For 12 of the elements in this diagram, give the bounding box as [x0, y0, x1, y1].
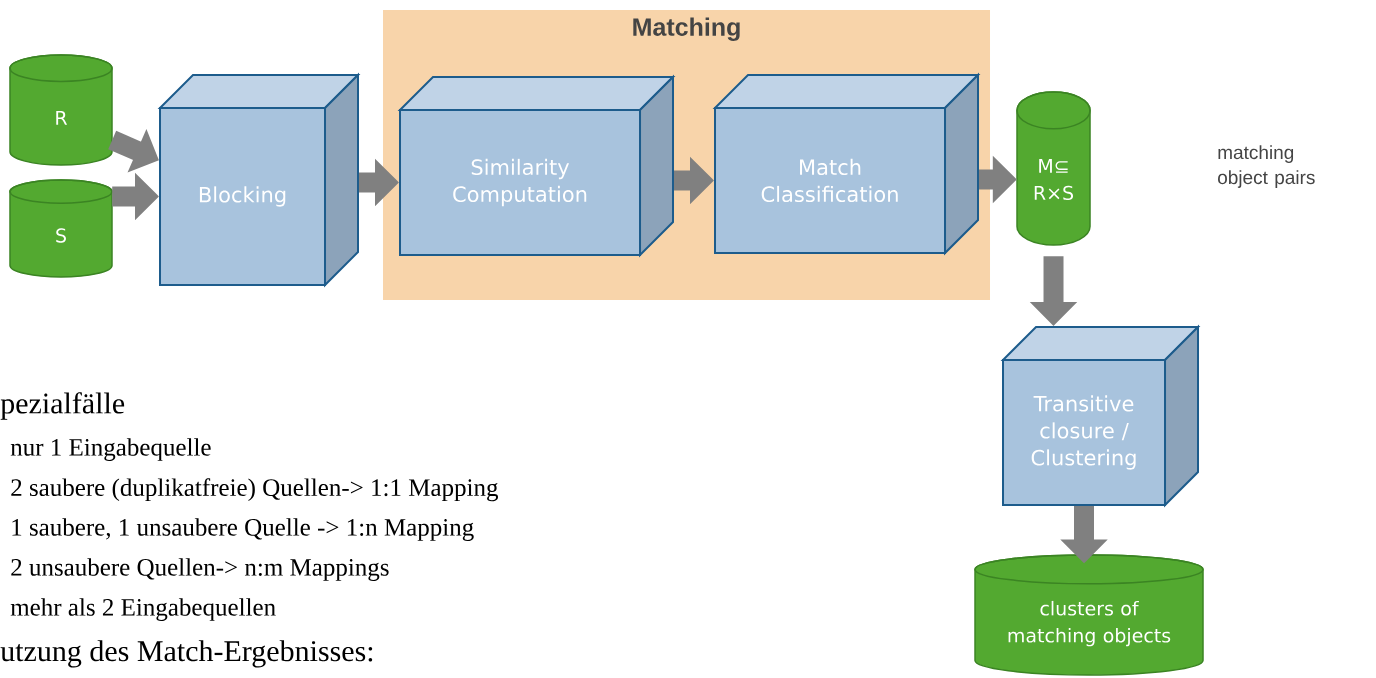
database-cylinder: M⊆ R×S — [1016, 91, 1091, 246]
list-item: 2 saubere (duplikatfreie) Quellen-> 1:1 Mapping — [11, 478, 499, 502]
database-cylinder: S — [9, 179, 113, 278]
list-item: 2 unsaubere Quellen-> n:m Mappings — [11, 558, 389, 581]
heading-text: utzung des Match-Ergebnisses: — [0, 640, 373, 668]
database-cylinder: clusters of matching objects — [974, 554, 1204, 676]
database-cylinder: R — [9, 54, 113, 166]
side-note: matching object pairs — [1218, 145, 1315, 188]
list-item: nur 1 Eingabequelle — [10, 438, 211, 461]
list-item: mehr als 2 Eingabequellen — [10, 598, 276, 621]
list-item: 1 saubere, 1 unsaubere Quelle -> 1:n Mapping — [12, 518, 474, 541]
heading-text: pezialfälle — [0, 392, 125, 420]
